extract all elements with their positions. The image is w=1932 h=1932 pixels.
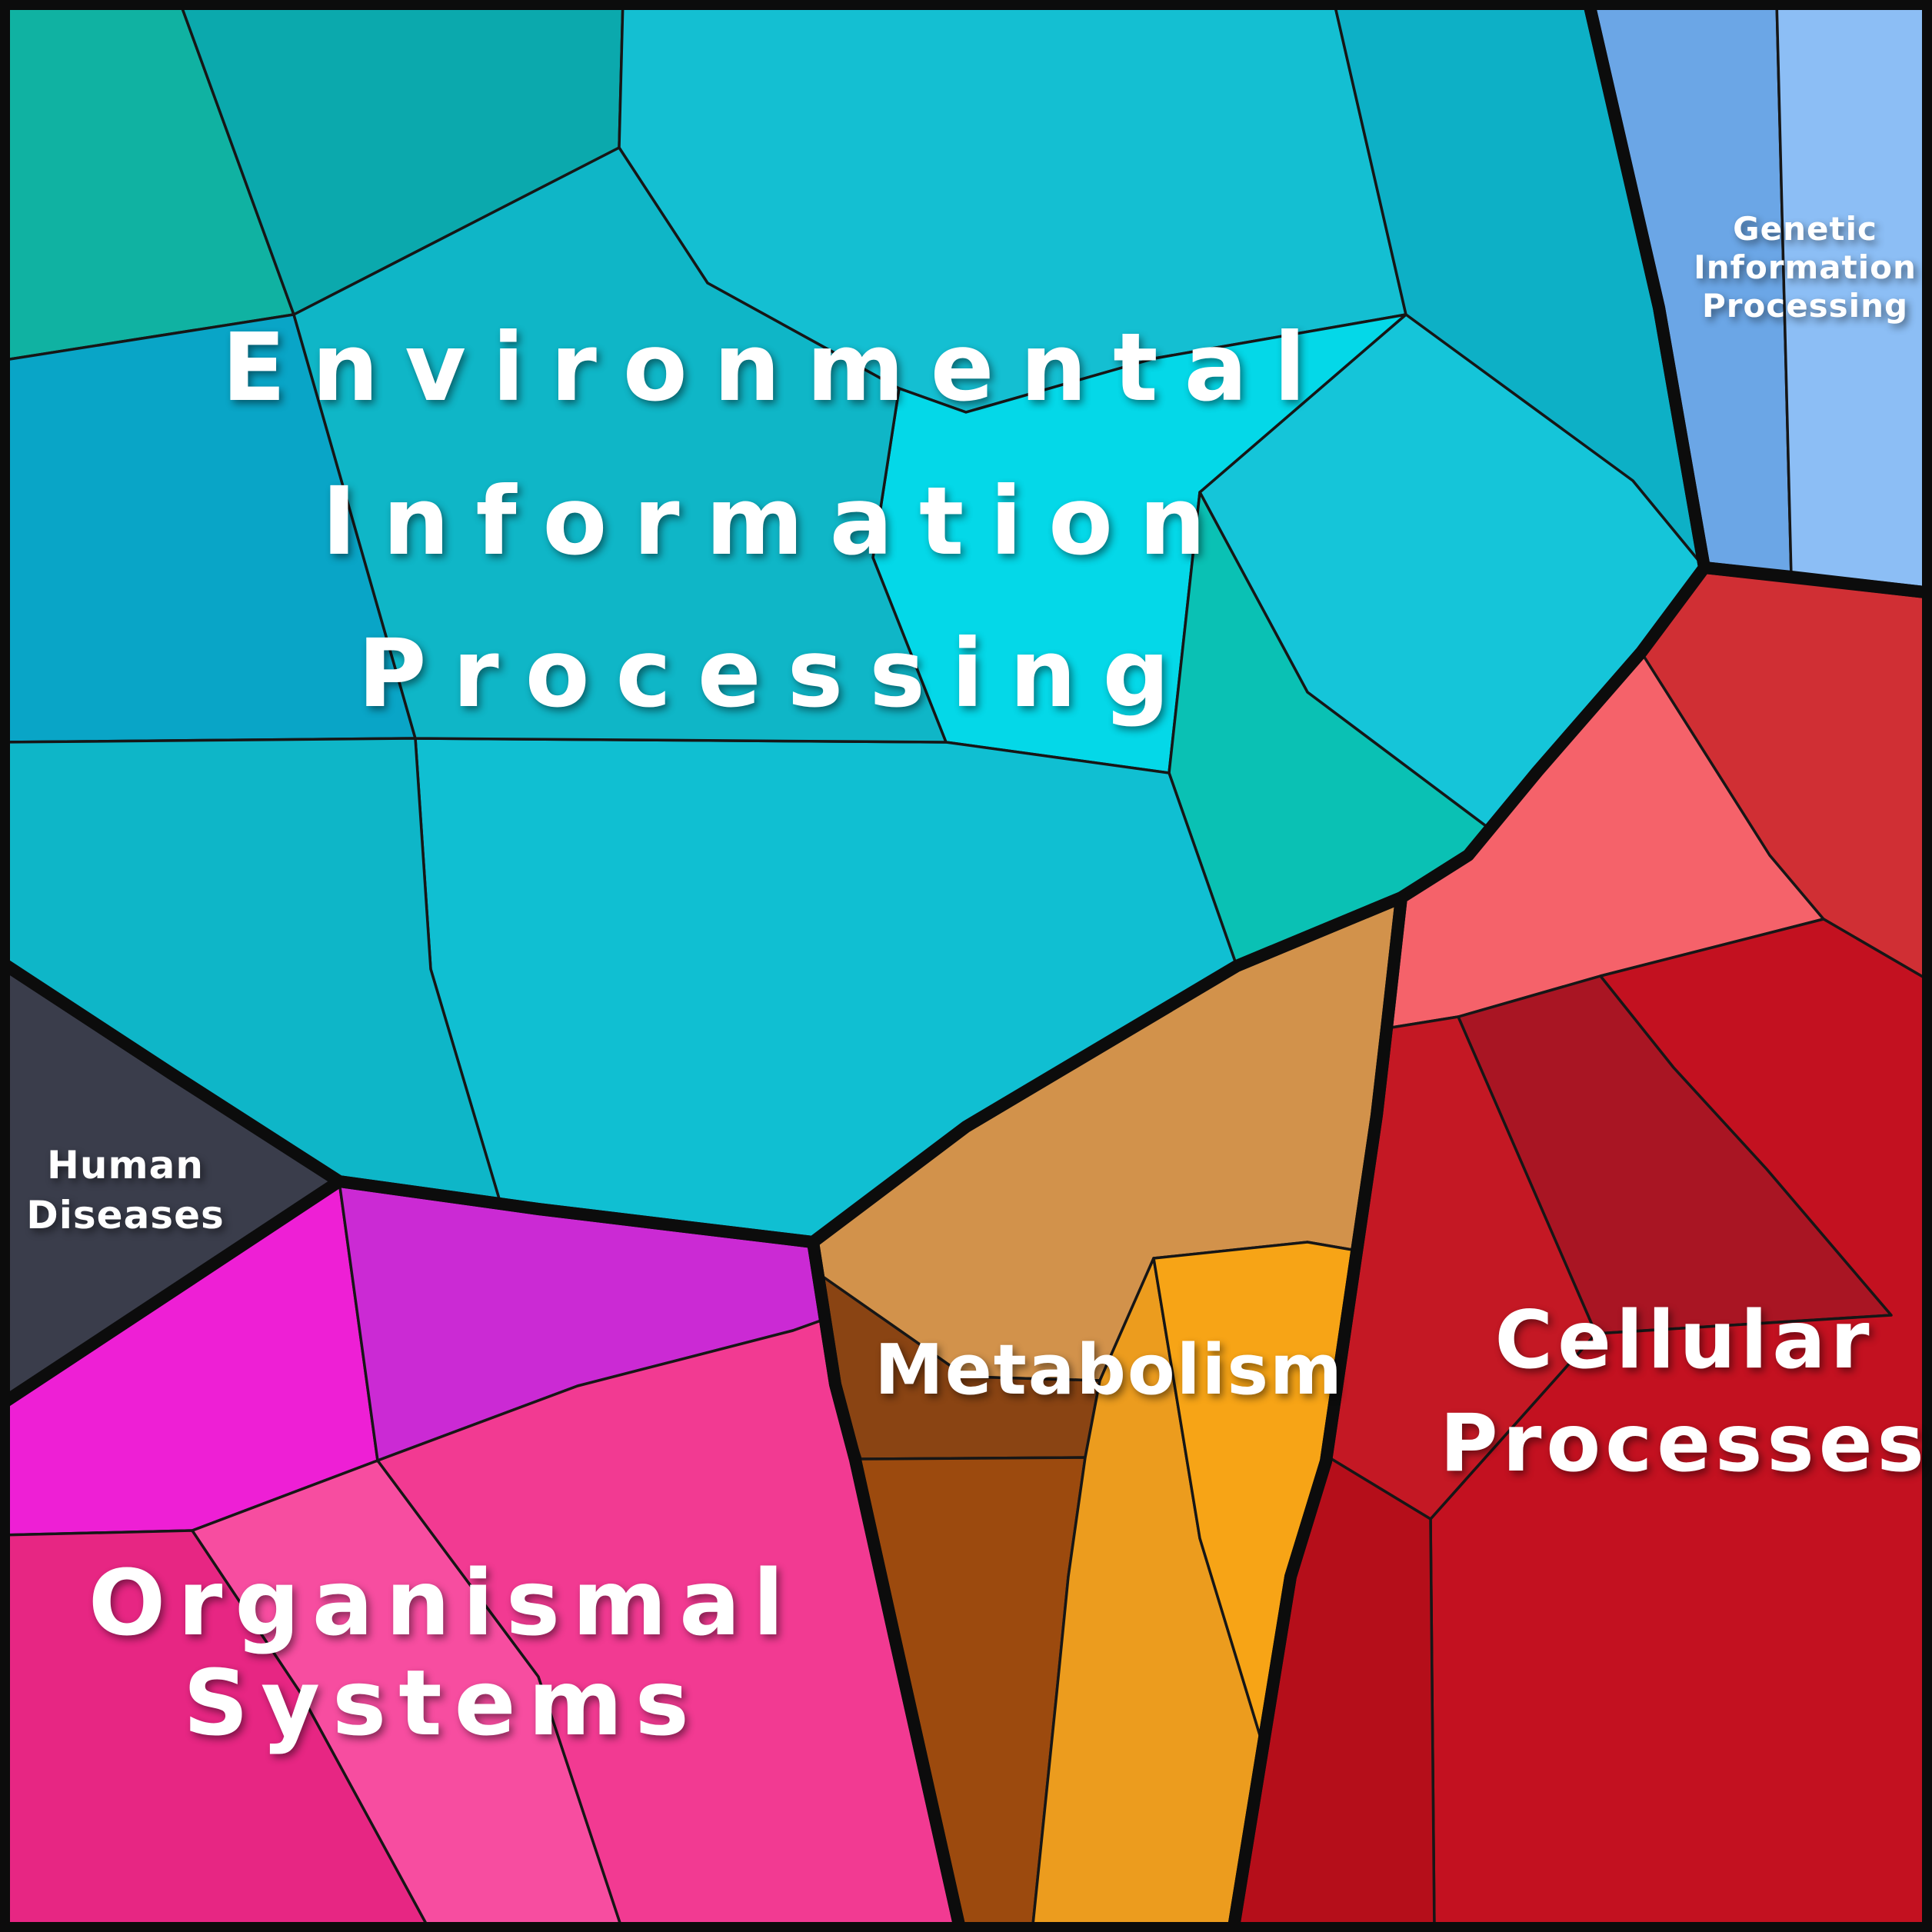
environmental-information-processing-label-line-2: Processing	[358, 619, 1196, 728]
environmental-information-processing-cell-10[interactable]	[292, 146, 948, 744]
genetic-information-processing-cell-1[interactable]	[1775, 0, 1932, 595]
genetic-information-processing-label-line-0: Genetic	[1733, 210, 1877, 248]
organismal-systems-label-line-1: Systems	[183, 1650, 701, 1756]
region-genetic-information-processing	[1587, 0, 1932, 595]
environmental-information-processing-label-line-1: Information	[321, 467, 1232, 576]
human-diseases-label-line-0: Human	[47, 1143, 204, 1188]
human-diseases-label-line-1: Diseases	[26, 1193, 225, 1237]
environmental-information-processing-label-line-0: Environmental	[222, 313, 1332, 422]
metabolism-label-line-0: Metabolism	[874, 1330, 1344, 1411]
region-environmental-information-processing	[0, 0, 1706, 1244]
region-cellular-processes	[1231, 566, 1932, 1932]
genetic-information-processing-label-line-2: Processing	[1702, 287, 1908, 325]
cellular-processes-label-line-1: Processes	[1440, 1397, 1929, 1490]
cellular-processes-label-line-0: Cellular	[1495, 1294, 1874, 1387]
human-diseases-border	[0, 955, 345, 1411]
genetic-information-processing-label-line-1: Information	[1694, 248, 1917, 286]
region-organismal-systems	[0, 1180, 962, 1932]
region-metabolism	[811, 896, 1403, 1932]
organismal-systems-border	[0, 1175, 967, 1932]
organismal-systems-label-line-0: Organismal	[88, 1550, 796, 1656]
